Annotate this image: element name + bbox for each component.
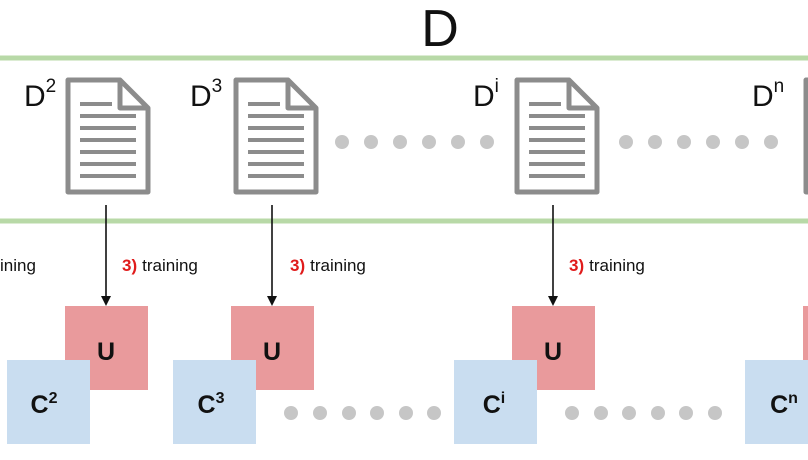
doc-label-i: Di [473, 76, 499, 113]
dataset-title: D [421, 0, 459, 58]
document-icon [68, 80, 148, 192]
document-icon-partial [803, 77, 808, 195]
c-box-n: Cn [745, 360, 808, 444]
svg-text:C3: C3 [198, 390, 225, 419]
c-box-i: Ci [454, 360, 537, 444]
doc-label-2: D2 [24, 76, 56, 113]
ellipsis-dots [565, 406, 722, 420]
svg-text:U: U [97, 338, 115, 366]
document-icon [236, 80, 316, 192]
training-label: 3)training [569, 256, 645, 275]
u-box-partial [803, 306, 808, 390]
training-label-partial: ining [0, 256, 36, 275]
svg-text:U: U [544, 338, 562, 366]
svg-text:C2: C2 [31, 390, 58, 419]
training-label: 3)training [290, 256, 366, 275]
u-box: U [231, 306, 314, 390]
ellipsis-dots [619, 135, 778, 149]
doc-label-3: D3 [190, 76, 222, 113]
svg-text:U: U [263, 338, 281, 366]
doc-label-n: Dn [752, 76, 784, 113]
c-box-3: C3 [173, 360, 256, 444]
document-icon [517, 80, 597, 192]
svg-text:Ci: Ci [483, 390, 506, 419]
training-label: 3)training [122, 256, 198, 275]
svg-text:Cn: Cn [770, 390, 798, 419]
c-box-2: C2 [7, 360, 90, 444]
ellipsis-dots [284, 406, 441, 420]
ellipsis-dots [335, 135, 494, 149]
